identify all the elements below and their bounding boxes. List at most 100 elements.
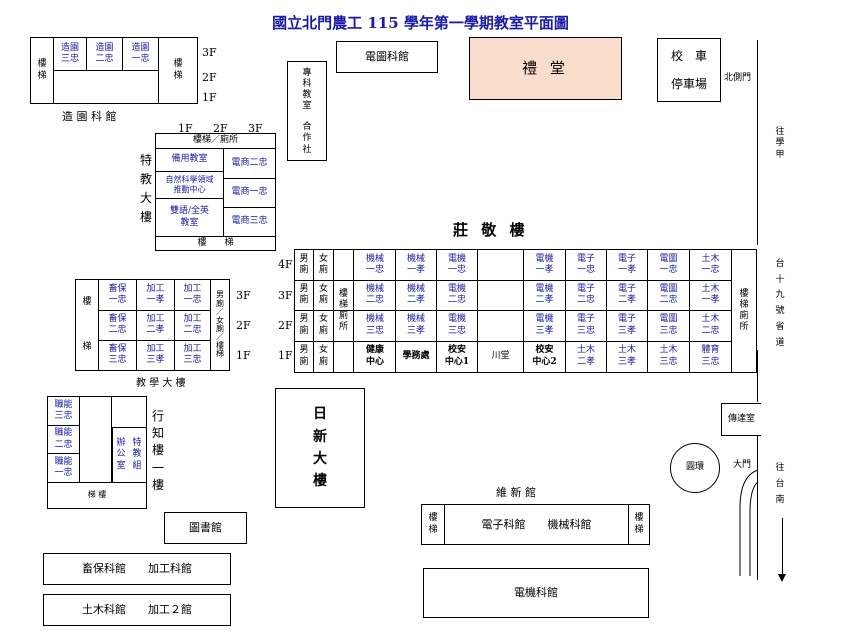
zaotuan-room-2: 造園 二忠 — [95, 42, 114, 64]
tb-room-1f-2: 加工 三孝 — [146, 343, 165, 365]
zj-room-2f-4 — [478, 310, 523, 341]
library: 圖書館 — [164, 512, 247, 544]
civil-processing2-building: 土木科館 加工２館 — [43, 594, 231, 626]
north-side-gate: 北側門 — [724, 73, 752, 83]
zhuangjing-building: 男 廁女 廁男 廁女 廁男 廁女 廁男 廁女 廁樓 梯 廁 所機械 一忠機械 一… — [294, 249, 757, 373]
zj-room-4f-2: 機械 一孝 — [406, 253, 425, 275]
zaotuan-floor-1f: 1F — [202, 91, 217, 104]
vocational-2: 職能 二忠 — [54, 428, 73, 450]
zj-room-4f-6: 電子 一忠 — [576, 253, 595, 275]
zj-room-2f-8: 電圖 三忠 — [659, 314, 678, 336]
vocational-1: 職能 一忠 — [54, 456, 73, 478]
zj-toilet-female-3f: 女 廁 — [318, 283, 328, 305]
auditorium: 禮 堂 — [469, 37, 622, 100]
zj-stairs-right: 樓 梯 廁 所 — [739, 288, 749, 333]
zj-room-3f-2: 機械 二孝 — [406, 283, 425, 305]
zj-floor-1f: 1F — [278, 349, 293, 362]
zj-room-4f-5: 電機 一孝 — [535, 253, 554, 275]
zj-room-4f-8: 電圖 一忠 — [659, 253, 678, 275]
special-building-label: 特 教 大 樓 — [139, 152, 152, 225]
weixin-stairs-right: 樓 梯 — [634, 513, 644, 535]
tb-room-3f-2: 加工 一孝 — [146, 283, 165, 305]
zj-toilet-male-4f: 男 廁 — [299, 253, 309, 275]
zj-room-2f-6: 電子 三忠 — [576, 314, 595, 336]
zj-toilet-female-1f: 女 廁 — [318, 345, 328, 367]
road-arrow — [782, 518, 783, 576]
zaotuan-floor-3f: 3F — [202, 46, 217, 59]
zaotuan-label: 造 園 科 館 — [62, 110, 117, 123]
zj-room-3f-3: 電機 二忠 — [447, 283, 466, 305]
teaching-label: 教 學 大 樓 — [136, 378, 186, 389]
ecommerce-2: 電商二忠 — [231, 157, 268, 168]
zj-toilet-male-1f: 男 廁 — [299, 345, 309, 367]
zj-room-4f-3: 電機 一忠 — [447, 253, 466, 275]
zj-room-1f-1: 健康 中心 — [365, 345, 384, 367]
ecommerce-1: 電商一忠 — [231, 187, 268, 198]
tb-floor-3f: 3F — [236, 289, 251, 302]
zj-room-2f-9: 土木 二忠 — [701, 314, 720, 336]
livestock-processing-building: 畜保科館 加工科館 — [43, 553, 231, 585]
weixin-content: 電子科館 機械科館 — [481, 517, 592, 531]
zj-room-3f-9: 土木 一孝 — [701, 283, 720, 305]
zj-room-3f-4 — [478, 280, 523, 310]
tb-stairs-bottom: 梯 — [82, 341, 92, 352]
tb-room-2f-2: 加工 二孝 — [146, 313, 165, 335]
zj-floor-4f: 4F — [278, 258, 293, 271]
tb-room-3f-3: 加工 一忠 — [183, 283, 202, 305]
office: 辦 公 室 — [116, 438, 126, 471]
xingzhi-stairs: 梯 樓 — [87, 490, 107, 499]
zj-room-1f-3: 校安 中心1 — [444, 345, 470, 367]
page-title: 國立北門農工 115 學年第一學期教室平面圖 — [272, 14, 569, 32]
zaotuan-stairs-right: 樓 梯 — [173, 59, 183, 81]
weixin-stairs-left: 樓 梯 — [428, 513, 438, 535]
special-building: 樓梯／廁所 備用教室 自然科學領域 推動中心 雙語/全英 教室 電商二忠 電商一… — [155, 133, 276, 251]
guard-room: 傳達室 — [721, 403, 761, 436]
zj-room-1f-5: 校安 中心2 — [532, 345, 557, 367]
zj-room-1f-8: 土木 三忠 — [659, 345, 678, 367]
special-floor-2f: 2F — [213, 122, 228, 135]
zaotuan-building: 樓 梯 造園 三忠 造園 二忠 造園 一忠 樓 梯 — [30, 37, 198, 104]
teaching-building: 樓梯畜保 一忠加工 一孝加工 一忠畜保 二忠加工 二孝加工 二忠畜保 三忠加工 … — [75, 279, 230, 371]
school-bus-parking: 校 車 停車場 — [657, 38, 721, 102]
tb-room-3f-1: 畜保 一忠 — [108, 283, 127, 305]
zj-room-2f-5: 電機 三孝 — [535, 314, 554, 336]
zj-room-2f-1: 機械 三忠 — [365, 314, 384, 336]
road-north-label: 往 學 甲 — [775, 127, 785, 160]
special-floor-1f: 1F — [178, 122, 193, 135]
science-center: 自然科學領域 推動中心 — [165, 175, 214, 194]
zj-room-1f-6: 土木 二孝 — [576, 345, 595, 367]
zhuanke-classroom: 專 科 教 室 — [302, 67, 312, 112]
diantu-building: 電圖科館 — [336, 41, 438, 73]
tb-floor-2f: 2F — [236, 319, 251, 332]
rixin-building: 日 新 大 樓 — [275, 388, 365, 508]
road-south-label: 往 台 南 — [775, 463, 785, 505]
zj-room-2f-7: 電子 三孝 — [617, 314, 636, 336]
gate-road-lines — [739, 469, 759, 576]
parking-label-2: 停車場 — [670, 76, 707, 91]
roundabout: 圓環 — [670, 443, 720, 493]
zj-room-4f-9: 土木 一忠 — [701, 253, 720, 275]
zj-stairs-left: 樓 梯 廁 所 — [338, 288, 348, 333]
tb-stairs-top: 樓 — [82, 296, 92, 307]
zaotuan-stairs-left: 樓 梯 — [37, 59, 47, 81]
weixin-label: 維 新 館 — [496, 486, 536, 499]
special-ed-group: 特 教 組 — [132, 438, 142, 471]
special-floor-3f: 3F — [248, 122, 263, 135]
zj-room-4f-7: 電子 一孝 — [617, 253, 636, 275]
zj-room-3f-8: 電圖 二忠 — [659, 283, 678, 305]
zj-room-1f-9: 體育 三忠 — [701, 345, 720, 367]
vocational-3: 職能 三忠 — [54, 399, 73, 421]
zaotuan-floor-2f: 2F — [202, 71, 217, 84]
road-name: 台 十 九 號 省 道 — [775, 258, 785, 348]
parking-label-1: 校 車 — [670, 48, 707, 63]
zj-floor-2f: 2F — [278, 319, 293, 332]
ecommerce-3: 電商三忠 — [231, 216, 268, 227]
zj-toilet-female-2f: 女 廁 — [318, 314, 328, 336]
tb-room-2f-3: 加工 二忠 — [183, 313, 202, 335]
zhuangjing-label: 莊 敬 樓 — [453, 221, 529, 239]
zj-room-3f-1: 機械 二忠 — [365, 283, 384, 305]
special-top-stairs: 樓梯／廁所 — [192, 135, 238, 146]
zaotuan-room-3: 造園 三忠 — [60, 42, 79, 64]
coop-store: 合 作 社 — [302, 122, 312, 155]
